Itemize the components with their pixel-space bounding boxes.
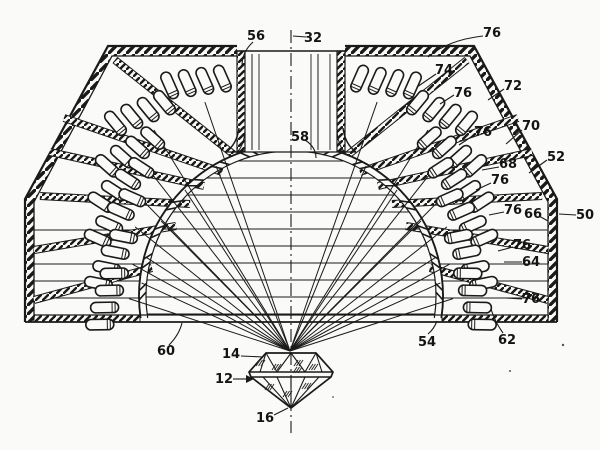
lamp-bulb <box>350 64 370 93</box>
light-rays <box>128 101 454 352</box>
lamp-bulb <box>457 284 488 297</box>
lamp-bulb <box>405 89 430 116</box>
ref-label-60: 60 <box>157 344 175 359</box>
ref-label-16: 16 <box>256 411 274 426</box>
lamp-bulb <box>435 188 464 208</box>
ref-label-56: 56 <box>247 29 265 44</box>
lamp-bulb <box>85 318 115 331</box>
lamp-bulb <box>438 103 462 130</box>
ref-label-72: 72 <box>504 79 522 94</box>
lamp-bulb <box>431 135 457 160</box>
lamp-bulb <box>120 103 144 130</box>
lamp-bulb <box>443 228 474 245</box>
lamp-bulb <box>402 71 422 100</box>
lamp-bulb <box>108 228 139 245</box>
lamp-bulb <box>470 228 499 248</box>
lamp-bulb <box>136 96 160 123</box>
ref-label-52: 52 <box>547 150 565 165</box>
ref-label-64: 64 <box>522 255 540 270</box>
lamp-bulb <box>125 135 151 160</box>
leader-lines <box>168 35 577 416</box>
ref-label-70: 70 <box>522 119 540 134</box>
lamp-bulb <box>89 301 120 314</box>
lamp-bulb <box>160 71 180 100</box>
lamp-bulb <box>212 64 232 93</box>
lamp-bulb <box>94 284 125 297</box>
ref-label-12: 12 <box>215 372 233 387</box>
lamp-bulb <box>385 69 405 98</box>
facet-shading <box>255 359 319 398</box>
lamp-bulb <box>152 89 177 116</box>
lamp-bulb <box>177 69 197 98</box>
ref-label-50: 50 <box>576 208 594 223</box>
label-12-arrowhead <box>246 375 254 383</box>
ref-label-14: 14 <box>222 347 240 362</box>
lamp-bulb <box>452 244 482 260</box>
ref-label-74: 74 <box>435 63 453 78</box>
lamp-bulb <box>83 228 112 248</box>
ref-label-62: 62 <box>498 333 516 348</box>
lamp-bulb <box>416 126 442 150</box>
ref-label-58: 58 <box>291 130 309 145</box>
lamp-bulb <box>422 96 446 123</box>
lamp-arrays <box>83 64 499 331</box>
lamp-bulb <box>103 110 128 137</box>
lamp-bulb <box>114 168 142 191</box>
ref-label-76-row2: 76 <box>454 86 472 101</box>
ref-label-66: 66 <box>524 207 542 222</box>
lamp-bulb <box>100 244 130 260</box>
lamp-bulb <box>462 301 493 314</box>
lamp-bulb <box>367 66 387 95</box>
ref-label-76-top: 76 <box>483 26 501 41</box>
lamp-bulb <box>467 318 497 331</box>
ref-label-76-row6: 76 <box>513 238 531 253</box>
ref-label-76-row4: 76 <box>491 173 509 188</box>
lamp-bulb <box>99 267 129 280</box>
lamp-bulb <box>106 201 135 221</box>
lamp-bulb <box>118 188 147 208</box>
lamp-bulb <box>195 66 215 95</box>
lamp-bulb <box>127 156 155 179</box>
lamp-bulb <box>453 267 483 280</box>
ref-label-32: 32 <box>304 31 322 46</box>
reference-labels: 56 32 76 74 72 76 70 76 52 68 76 76 66 5… <box>157 26 594 426</box>
ref-label-76-row7: 76 <box>522 292 540 307</box>
lamp-bulb <box>447 201 476 221</box>
ref-label-76-row3: 76 <box>474 125 492 140</box>
lamp-bulb <box>427 156 455 179</box>
diamond-gemstone <box>248 352 334 410</box>
ref-label-76-row5: 76 <box>504 203 522 218</box>
ref-label-54: 54 <box>418 335 436 350</box>
lamp-bulb <box>454 110 479 137</box>
scan-specks <box>332 343 565 398</box>
dome-chords <box>146 160 436 315</box>
ref-label-68: 68 <box>499 157 517 172</box>
lamp-bulb <box>440 168 468 191</box>
lamp-bulb <box>140 126 166 150</box>
